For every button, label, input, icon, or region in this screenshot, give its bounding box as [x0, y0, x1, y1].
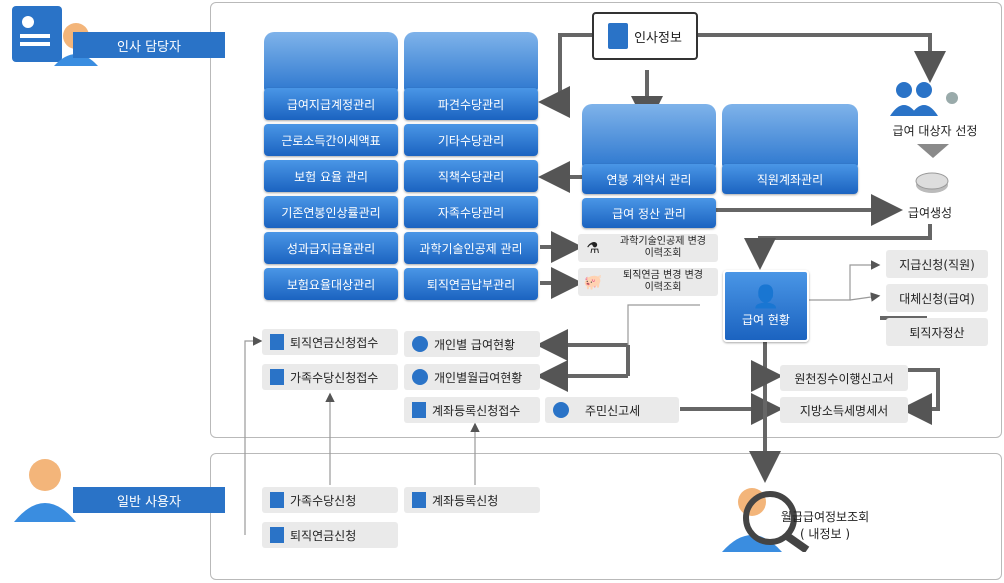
- person-coin-icon: [412, 369, 428, 385]
- mid-stack-item[interactable]: 과학기술인공제 관리: [404, 232, 538, 264]
- receipt-item-1[interactable]: 가족수당신청접수: [262, 364, 398, 390]
- right-item-0[interactable]: 지급신청(직원): [886, 250, 988, 278]
- hr-info-label: 인사정보: [634, 30, 682, 46]
- center-item-0-label: 개인별 급여현황: [434, 337, 516, 352]
- role-label-hr: 인사 담당자: [73, 32, 225, 58]
- document-pen-icon: [270, 369, 284, 385]
- right-item-1[interactable]: 대체신청(급여): [886, 284, 988, 312]
- document-icon: [608, 23, 629, 49]
- document-pen-icon: [270, 334, 284, 350]
- mid-stack-top: [404, 32, 538, 92]
- left-stack-item[interactable]: 기존연봉인상률관리: [264, 196, 398, 228]
- query-line1: 월급급여정보조회: [780, 510, 870, 524]
- down-triangle-icon: [917, 144, 949, 158]
- people-coin-icon: [553, 402, 569, 418]
- science-history[interactable]: ⚗ 과학기술인공제 변경 이력조회: [578, 234, 718, 262]
- left-stack-item[interactable]: 근로소득간이세액표: [264, 124, 398, 156]
- request-item-1[interactable]: 계좌등록신청: [404, 487, 540, 513]
- receipt-item-1-label: 가족수당신청접수: [290, 370, 379, 385]
- receipt-item-2[interactable]: 계좌등록신청접수: [404, 397, 540, 423]
- left-stack-top: [264, 32, 398, 92]
- right-item-2[interactable]: 퇴직자정산: [886, 318, 988, 346]
- pension-history[interactable]: 🐖 퇴직연금 변경 변경 이력조회: [578, 268, 718, 296]
- request-item-2-label: 퇴직연금신청: [290, 528, 357, 543]
- left-stack-item[interactable]: 급여지급계정관리: [264, 88, 398, 120]
- center-item-1-label: 개인별월급여현황: [434, 370, 523, 385]
- center-item-2[interactable]: 주민신고세: [545, 397, 679, 423]
- center-item-2-label: 주민신고세: [585, 403, 641, 418]
- request-item-0-label: 가족수당신청: [290, 493, 357, 508]
- contract-top: [582, 104, 716, 168]
- mid-stack: 파견수당관리 기타수당관리 직책수당관리 자족수당관리 과학기술인공제 관리 퇴…: [404, 88, 538, 300]
- request-item-2[interactable]: 퇴직연금신청: [262, 522, 398, 548]
- mid-stack-item[interactable]: 기타수당관리: [404, 124, 538, 156]
- left-stack: 급여지급계정관리 근로소득간이세액표 보험 요율 관리 기존연봉인상률관리 성과…: [264, 88, 398, 300]
- center-item-0[interactable]: 개인별 급여현황: [404, 331, 540, 357]
- query-line2: ( 내정보 ): [799, 527, 851, 541]
- left-stack-item[interactable]: 성과급지급율관리: [264, 232, 398, 264]
- magnifier-person-icon: [712, 480, 822, 554]
- person-coin-icon: [412, 336, 428, 352]
- mid-stack-item[interactable]: 직책수당관리: [404, 160, 538, 192]
- pay-status-label: 급여 현황: [742, 312, 790, 327]
- pay-status-card[interactable]: 👤 급여 현황: [723, 270, 809, 342]
- flask-search-icon: ⚗: [586, 239, 600, 257]
- target-people-icon: [890, 80, 970, 116]
- request-item-0[interactable]: 가족수당신청: [262, 487, 398, 513]
- mid-stack-item[interactable]: 퇴직연금납부관리: [404, 268, 538, 300]
- pen-icon: [270, 527, 284, 543]
- coin-icon: [910, 165, 954, 195]
- receipt-item-0[interactable]: 퇴직연금신청접수: [262, 329, 398, 355]
- science-history-line2: 이력조회: [644, 248, 682, 259]
- receipt-item-0-label: 퇴직연금신청접수: [290, 335, 379, 350]
- pen-icon: [412, 492, 426, 508]
- request-item-1-label: 계좌등록신청: [432, 493, 499, 508]
- account-mgmt-button[interactable]: 직원계좌관리: [722, 164, 858, 194]
- mid-stack-item[interactable]: 파견수당관리: [404, 88, 538, 120]
- pension-history-line1: 퇴직연금 변경 변경: [623, 270, 703, 281]
- user-panel: [210, 453, 1002, 580]
- science-history-line1: 과학기술인공제 변경: [620, 236, 706, 247]
- target-select-label: 급여 대상자 선정: [892, 124, 978, 138]
- settlement-button[interactable]: 급여 정산 관리: [582, 198, 716, 228]
- center-item-1[interactable]: 개인별월급여현황: [404, 364, 540, 390]
- document-pen-icon: [412, 402, 426, 418]
- mid-stack-item[interactable]: 자족수당관리: [404, 196, 538, 228]
- pay-generate-label: 급여생성: [907, 206, 953, 220]
- hr-info-box[interactable]: 인사정보: [592, 12, 698, 60]
- user-avatar-icon: [10, 450, 80, 522]
- tax-item-0[interactable]: 원천징수이행신고서: [780, 365, 908, 391]
- account-top: [722, 104, 858, 168]
- piggy-search-icon: 🐖: [583, 273, 603, 291]
- role-label-user: 일반 사용자: [73, 487, 225, 513]
- left-stack-item[interactable]: 보험 요율 관리: [264, 160, 398, 192]
- pen-icon: [270, 492, 284, 508]
- payroll-status-icon: 👤: [752, 284, 780, 310]
- left-stack-item[interactable]: 보험요율대상관리: [264, 268, 398, 300]
- query-label[interactable]: 월급급여정보조회 ( 내정보 ): [760, 508, 890, 542]
- receipt-item-2-label: 계좌등록신청접수: [432, 403, 521, 418]
- pension-history-line2: 이력조회: [644, 282, 682, 293]
- contract-button[interactable]: 연봉 계약서 관리: [582, 164, 716, 194]
- tax-item-1[interactable]: 지방소득세명세서: [780, 397, 908, 423]
